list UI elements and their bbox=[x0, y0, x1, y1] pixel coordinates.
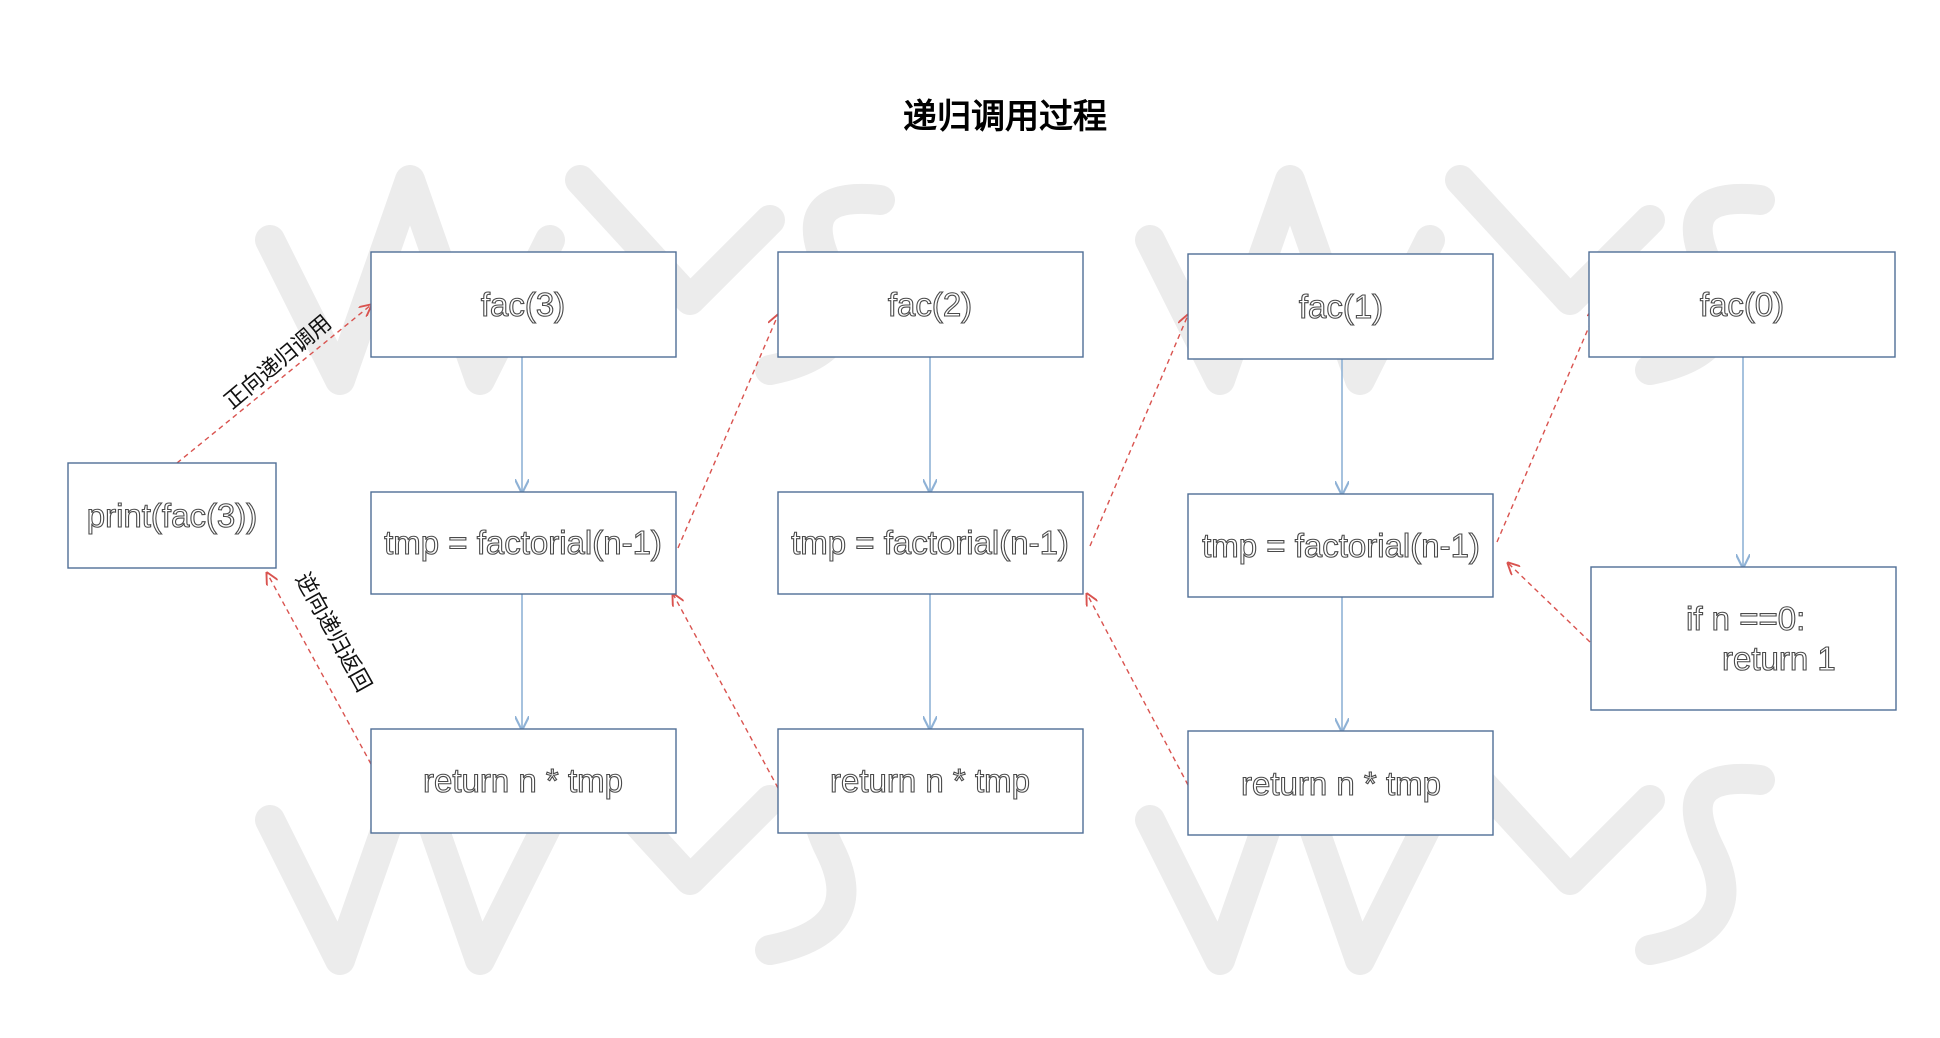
node-fac2-label: fac(2) bbox=[888, 286, 972, 323]
return-base-to-tmp1 bbox=[1508, 563, 1591, 643]
node-fac1: fac(1) bbox=[1187, 253, 1494, 360]
node-ret3: return n * tmp bbox=[370, 728, 677, 834]
label-backward-return: 逆向递归返回 bbox=[290, 569, 376, 697]
node-print: print(fac(3)) bbox=[67, 462, 277, 569]
node-base-case: if n ==0: return 1 bbox=[1590, 566, 1897, 711]
return-ret2-to-tmp3 bbox=[673, 594, 779, 789]
node-tmp1: tmp = factorial(n-1) bbox=[1187, 493, 1494, 598]
call-tmp2-to-fac1 bbox=[1089, 315, 1188, 547]
node-fac2: fac(2) bbox=[777, 251, 1084, 358]
node-fac3: fac(3) bbox=[370, 251, 677, 358]
node-fac0: fac(0) bbox=[1588, 251, 1896, 358]
diagram-title: 递归调用过程 bbox=[903, 97, 1107, 137]
node-tmp1-label: tmp = factorial(n-1) bbox=[1202, 527, 1480, 564]
node-ret1: return n * tmp bbox=[1187, 730, 1494, 836]
node-tmp2: tmp = factorial(n-1) bbox=[777, 491, 1084, 595]
node-ret3-label: return n * tmp bbox=[423, 762, 623, 799]
node-tmp3-label: tmp = factorial(n-1) bbox=[384, 524, 662, 561]
call-tmp1-to-fac0 bbox=[1496, 308, 1597, 543]
call-print-to-fac3 bbox=[176, 305, 371, 464]
flow-arrows bbox=[522, 357, 1743, 731]
return-ret3-to-print bbox=[267, 573, 372, 765]
node-base-line1: if n ==0: bbox=[1686, 600, 1805, 637]
node-ret2: return n * tmp bbox=[777, 728, 1084, 834]
node-ret1-label: return n * tmp bbox=[1241, 765, 1441, 802]
return-ret1-to-tmp2 bbox=[1087, 594, 1189, 786]
call-tmp3-to-fac2 bbox=[677, 315, 778, 549]
node-tmp3: tmp = factorial(n-1) bbox=[370, 491, 677, 595]
node-tmp2-label: tmp = factorial(n-1) bbox=[791, 524, 1069, 561]
node-ret2-label: return n * tmp bbox=[830, 762, 1030, 799]
node-fac3-label: fac(3) bbox=[481, 286, 565, 323]
node-print-label: print(fac(3)) bbox=[87, 497, 258, 534]
node-fac1-label: fac(1) bbox=[1299, 288, 1383, 325]
recursion-arrows bbox=[176, 305, 1597, 789]
node-fac0-label: fac(0) bbox=[1700, 286, 1784, 323]
node-base-line2: return 1 bbox=[1722, 640, 1836, 677]
